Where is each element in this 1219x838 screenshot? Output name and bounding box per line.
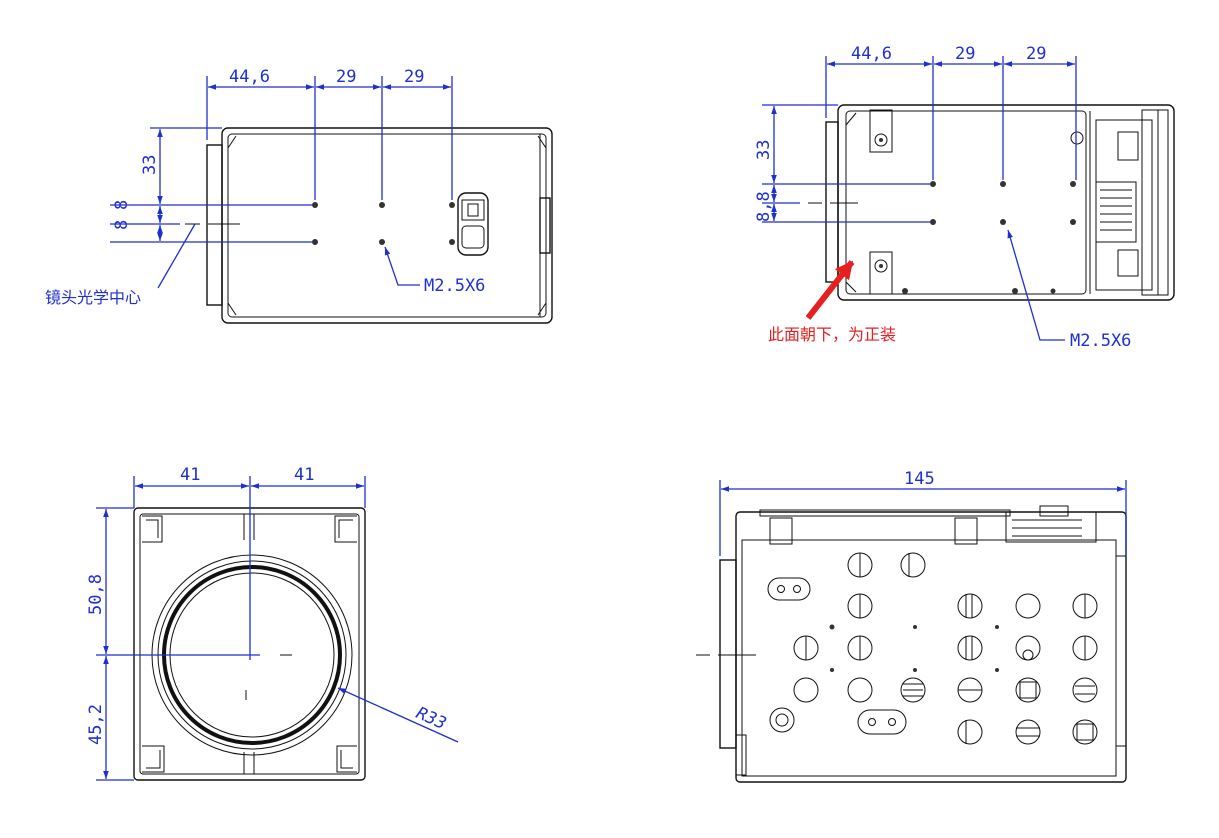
label-orientation-note: 此面朝下，为正装 — [768, 325, 896, 344]
dim-8-a: 8 — [112, 200, 132, 210]
dim-41-a: 41 — [180, 465, 200, 485]
dim-45-2: 45,2 — [86, 704, 106, 745]
side-cutouts — [793, 552, 1098, 745]
view-top-left: 44,6 29 29 33 8 8 镜头光学中心 M2.5X6 — [45, 67, 553, 324]
dimensions-top-right: 44,6 29 29 33 8,8 M2.5X6 — [754, 44, 1131, 351]
label-lens-optical-center: 镜头光学中心 — [45, 288, 141, 307]
label-screw-left: M2.5X6 — [424, 276, 485, 296]
dim-r33: R33 — [413, 703, 449, 734]
dim-44-6: 44,6 — [851, 44, 892, 64]
dim-29-b: 29 — [1026, 44, 1046, 64]
camera-body-top-right — [808, 104, 1175, 301]
camera-side-view — [696, 505, 1127, 783]
dim-33: 33 — [754, 140, 774, 160]
dim-50-8: 50,8 — [86, 574, 106, 615]
view-bottom-left: 41 41 50,8 45,2 R33 — [86, 465, 459, 781]
dimensions-top-left: 44,6 29 29 33 8 8 镜头光学中心 M2.5X6 — [45, 67, 485, 307]
dim-29-a: 29 — [955, 44, 975, 64]
dim-41-b: 41 — [294, 465, 314, 485]
dim-145: 145 — [904, 469, 935, 489]
dimensions-bottom-left: 41 41 50,8 45,2 R33 — [86, 465, 459, 781]
dim-8-8: 8,8 — [754, 191, 774, 222]
dim-44-6: 44,6 — [229, 67, 270, 87]
view-top-right: 44,6 29 29 33 8,8 M2.5X6 此面朝下，为正装 — [754, 44, 1175, 351]
dim-8-b: 8 — [112, 220, 132, 230]
dim-33: 33 — [140, 155, 160, 175]
camera-body-top-left — [185, 127, 553, 324]
dimensions-bottom-right: 145 — [719, 469, 1127, 556]
orientation-annotation: 此面朝下，为正装 — [768, 260, 896, 344]
label-screw-right: M2.5X6 — [1070, 331, 1131, 351]
dim-29-b: 29 — [404, 67, 424, 87]
view-bottom-right: 145 — [696, 469, 1127, 783]
dim-29-a: 29 — [336, 67, 356, 87]
